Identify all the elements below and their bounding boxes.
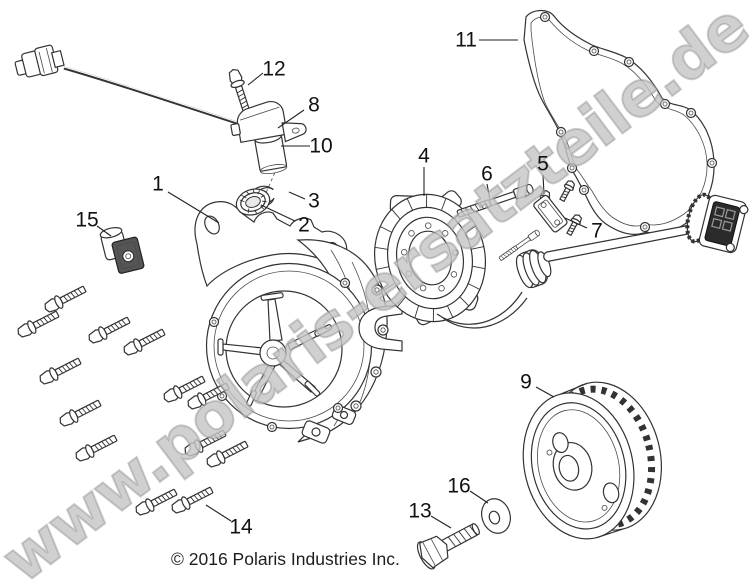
part-label-3: 3 — [308, 189, 320, 213]
part-label-15: 15 — [75, 208, 99, 232]
stator-cover — [194, 201, 403, 444]
part-label-9: 9 — [520, 370, 532, 394]
harness-grommet — [515, 249, 552, 289]
part-label-16: 16 — [447, 474, 471, 498]
stator-4 — [373, 190, 528, 329]
part-label-8: 8 — [308, 93, 320, 117]
cover-top-flange — [194, 201, 357, 288]
stator-harness — [515, 192, 749, 289]
part-label-6: 6 — [481, 162, 493, 186]
part-label-5: 5 — [537, 152, 549, 176]
leader-lines — [96, 39, 588, 529]
part-label-4: 4 — [418, 144, 430, 168]
flywheel-bolt-13 — [416, 523, 480, 570]
sensor-cable — [14, 44, 241, 126]
part-label-12: 12 — [262, 57, 286, 81]
cover-right-bosses — [350, 284, 389, 412]
flywheel-9 — [522, 381, 663, 540]
part-label-1: 1 — [152, 172, 164, 196]
part-label-14: 14 — [229, 515, 253, 539]
part-label-2: 2 — [298, 213, 310, 237]
stator-wire — [436, 291, 523, 325]
cover-seal-boss — [358, 304, 403, 352]
cover-spokes — [217, 292, 333, 407]
bracket-7 — [533, 178, 584, 238]
part-label-11: 11 — [455, 28, 477, 52]
washer-16 — [481, 498, 511, 534]
seal-2 — [235, 188, 271, 216]
stator-mount-holes — [401, 222, 459, 292]
clamp-15 — [99, 227, 145, 274]
harness-connector — [685, 192, 749, 254]
cable-connector — [14, 44, 65, 78]
crank-sensor — [230, 101, 307, 193]
part-label-10: 10 — [309, 134, 333, 158]
part-label-7: 7 — [591, 219, 603, 243]
cover-rim-bosses — [208, 277, 351, 433]
copyright-text: © 2016 Polaris Industries Inc. — [171, 549, 400, 569]
part-label-13: 13 — [408, 499, 432, 523]
